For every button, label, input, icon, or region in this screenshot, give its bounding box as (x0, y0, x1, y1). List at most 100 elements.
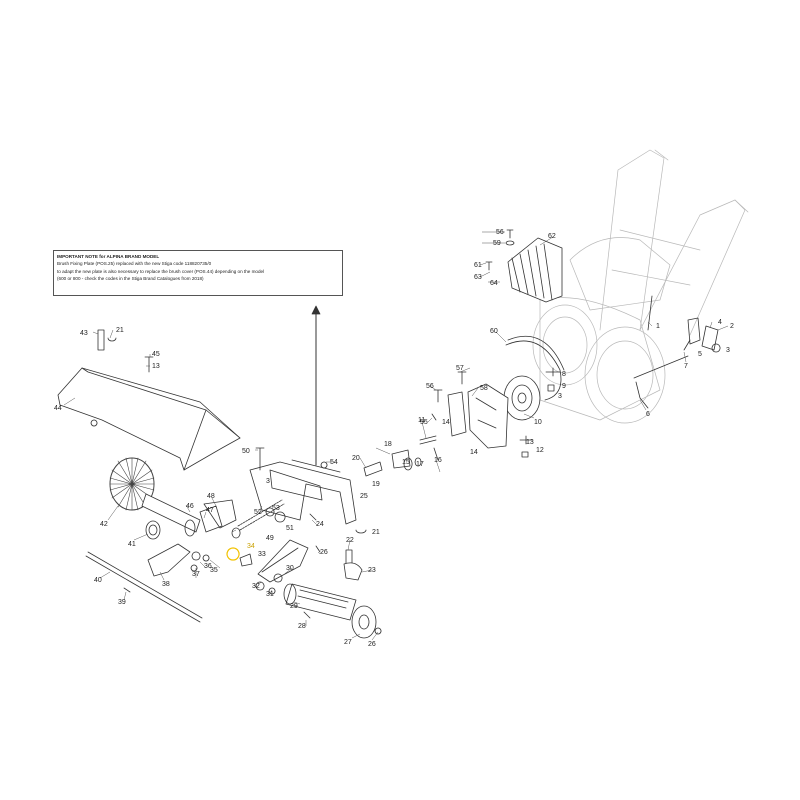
callout-29: 29 (290, 603, 298, 610)
part-12-nut (521, 451, 529, 458)
part-33-arm (257, 539, 309, 583)
part-9-screw (545, 367, 561, 377)
callout-32: 32 (252, 583, 260, 590)
part-36-nut (202, 554, 210, 562)
part-18-bush (391, 449, 411, 469)
part-51-bearing (274, 511, 286, 523)
callout-8: 8 (562, 371, 566, 378)
callout-46: 46 (186, 503, 194, 510)
callout-3c: 3 (266, 478, 270, 485)
part-20-bush (363, 461, 383, 477)
part-47-plate (199, 505, 223, 533)
part-15-bush (403, 457, 413, 471)
part-37-washer (190, 564, 198, 572)
callout-50: 50 (242, 448, 250, 455)
part-11-screw (419, 435, 437, 445)
callout-17: 17 (416, 461, 424, 468)
callout-53: 53 (272, 505, 280, 512)
part-24-screw (309, 513, 317, 521)
callout-36: 36 (204, 563, 212, 570)
part-56b-screw (433, 389, 443, 403)
part-16-screw (433, 447, 439, 461)
callout-58: 58 (480, 385, 488, 392)
callout-4: 4 (718, 319, 722, 326)
callout-44: 44 (54, 405, 62, 412)
part-39-pin (123, 587, 131, 593)
part-53-washer (265, 507, 275, 517)
part-8-nut (547, 384, 555, 392)
part-28-screw (303, 611, 311, 619)
part-1-rod (647, 295, 653, 331)
callout-25: 25 (360, 493, 368, 500)
callout-22: 22 (346, 537, 354, 544)
part-23-knob (343, 562, 363, 581)
callout-10: 10 (534, 419, 542, 426)
note-arrowhead (311, 305, 321, 315)
part-59-washer (505, 240, 515, 246)
part-48-plate (203, 499, 237, 529)
part-41-ring (145, 520, 161, 540)
note-line-2: to adapt the new plate is also necessary… (57, 268, 265, 274)
callout-21: 21 (116, 327, 124, 334)
callout-16: 16 (434, 457, 442, 464)
part-21a-clip (107, 337, 117, 342)
callout-23: 23 (368, 567, 376, 574)
part-5-lever (687, 317, 701, 345)
callout-52: 52 (254, 509, 262, 516)
part-30-nut (273, 573, 283, 583)
part-3a-nut (711, 343, 721, 353)
part-52-shaft (237, 499, 285, 531)
callout-28: 28 (298, 623, 306, 630)
callout-48: 48 (207, 493, 215, 500)
callout-2: 2 (730, 323, 734, 330)
callout-21b: 21 (372, 529, 380, 536)
callout-56b: 56 (426, 383, 434, 390)
part-43-pin (97, 329, 105, 351)
note-title: IMPORTANT NOTE for ALPINA BRAND MODEL (57, 254, 160, 259)
part-55-screw (431, 413, 437, 421)
callout-9: 9 (562, 383, 566, 390)
callout-3a: 3 (726, 347, 730, 354)
callout-39: 39 (118, 599, 126, 606)
part-27-wheel (351, 605, 377, 639)
part-26b-screw (374, 627, 382, 635)
callout-41: 41 (128, 541, 136, 548)
callout-14b: 14 (470, 449, 478, 456)
part-61-screw (485, 261, 493, 271)
callout-1: 1 (656, 323, 660, 330)
callout-33: 33 (258, 551, 266, 558)
callout-19: 19 (372, 481, 380, 488)
part-32-washer (255, 581, 265, 591)
part-44-brush-cover (57, 367, 241, 471)
important-note-box: IMPORTANT NOTE for ALPINA BRAND MODEL Br… (53, 250, 343, 296)
part-45-screw (144, 356, 154, 373)
callout-37: 37 (192, 571, 200, 578)
part-58-bracket (467, 383, 509, 449)
callout-59: 59 (493, 240, 501, 247)
callout-18: 18 (384, 441, 392, 448)
part-60-belt (505, 335, 565, 401)
callout-31: 31 (266, 591, 274, 598)
callout-30: 30 (286, 565, 294, 572)
callout-55: 55 (420, 419, 428, 426)
part-56-screw (506, 229, 514, 239)
callout-13: 13 (152, 363, 160, 370)
callout-24: 24 (316, 521, 324, 528)
callout-12: 12 (536, 447, 544, 454)
part-42-brush (109, 457, 155, 511)
callout-7: 7 (684, 363, 688, 370)
callout-51: 51 (286, 525, 294, 532)
callout-60: 60 (490, 328, 498, 335)
callout-61: 61 (474, 262, 482, 269)
callout-5: 5 (698, 351, 702, 358)
part-14-bracket (447, 391, 467, 437)
part-33-bush (239, 553, 253, 567)
callout-20: 20 (352, 455, 360, 462)
callout-56: 56 (496, 229, 504, 236)
callout-13b: 13 (526, 439, 534, 446)
callout-14a: 14 (442, 419, 450, 426)
part-4-lever (701, 325, 719, 351)
callout-47: 47 (206, 507, 214, 514)
